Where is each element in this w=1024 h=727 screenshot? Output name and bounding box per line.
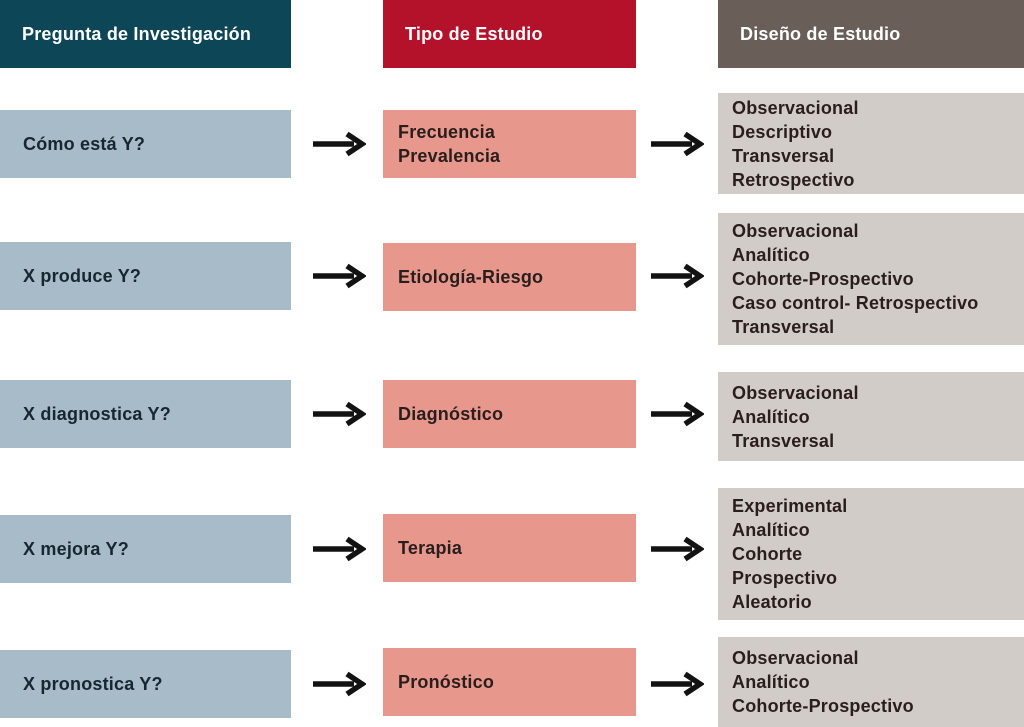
study-type-box: Pronóstico: [383, 648, 636, 716]
study-design-box: Experimental Analítico Cohorte Prospecti…: [718, 488, 1024, 620]
study-design-box: Observacional Descriptivo Transversal Re…: [718, 93, 1024, 194]
arrow-right-icon: [313, 671, 366, 697]
question-box: X diagnostica Y?: [0, 380, 291, 448]
arrow-right-icon: [651, 671, 704, 697]
arrow-right-icon: [313, 401, 366, 427]
study-type-box: Frecuencia Prevalencia: [383, 110, 636, 178]
question-box: X produce Y?: [0, 242, 291, 310]
question-box: Cómo está Y?: [0, 110, 291, 178]
question-box: X pronostica Y?: [0, 650, 291, 718]
column-header-study-design: Diseño de Estudio: [718, 0, 1024, 68]
arrow-right-icon: [313, 131, 366, 157]
study-design-box: Observacional Analítico Cohorte-Prospect…: [718, 213, 1024, 345]
column-header-research-question: Pregunta de Investigación: [0, 0, 291, 68]
study-type-box: Etiología-Riesgo: [383, 243, 636, 311]
arrow-right-icon: [651, 131, 704, 157]
question-box: X mejora Y?: [0, 515, 291, 583]
arrow-right-icon: [313, 536, 366, 562]
arrow-right-icon: [651, 401, 704, 427]
column-header-study-type: Tipo de Estudio: [383, 0, 636, 68]
study-design-box: Observacional Analítico Cohorte-Prospect…: [718, 637, 1024, 727]
study-type-box: Terapia: [383, 514, 636, 582]
arrow-right-icon: [651, 263, 704, 289]
study-type-box: Diagnóstico: [383, 380, 636, 448]
study-design-box: Observacional Analítico Transversal: [718, 372, 1024, 461]
arrow-right-icon: [651, 536, 704, 562]
arrow-right-icon: [313, 263, 366, 289]
